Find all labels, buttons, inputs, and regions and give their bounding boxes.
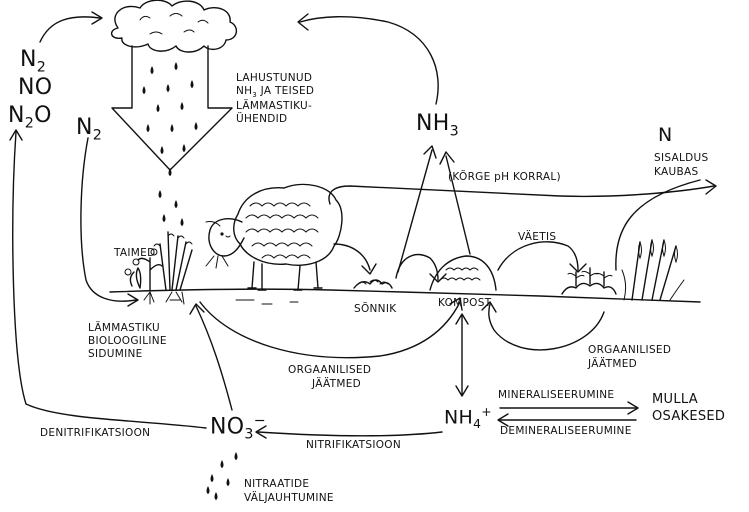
plants-left (124, 231, 193, 305)
label-nh4: NH4+ (444, 405, 492, 432)
sheep (205, 183, 343, 291)
ground-line (109, 288, 701, 303)
label-soil-particles: MULLA OSAKESED (652, 392, 726, 424)
label-leaching: NITRAATIDE VÄLJAUHTUMINE (244, 478, 334, 504)
label-n2-top: N2 (20, 47, 47, 76)
rain-drops (142, 62, 198, 226)
label-n-content: N (658, 124, 673, 146)
arrow-nitrification (257, 431, 443, 437)
label-plants: TAIMED (114, 247, 156, 259)
label-n-content-2: SISALDUS KAUBAS (654, 152, 709, 178)
label-high-ph: (KÕRGE pH KORRAL) (448, 171, 561, 183)
label-nh3: NH3 (416, 111, 460, 140)
label-manure: SÕNNIK (354, 303, 397, 315)
label-demineralization: DEMINERALISEERUMINE (500, 425, 632, 437)
arrow-no3-to-plants (195, 305, 233, 411)
label-no3: NO3− (210, 413, 267, 443)
compost-pile (429, 255, 497, 291)
label-dissolved: LAHUSTUNUD NH3 JA TEISED LÄMMASTIKU- ÜHE… (236, 72, 315, 125)
leaching-drops (206, 452, 238, 500)
label-nitrification: NITRIFIKATSIOON (306, 439, 402, 451)
arrow-to-goods (328, 185, 715, 205)
arrow-fertilizer (497, 241, 579, 271)
cloud (111, 0, 237, 53)
arrow-crops-to-goods (615, 179, 701, 271)
manure-pile (353, 279, 393, 289)
rain-arrow (111, 45, 233, 171)
arrow-manure-to-compost (395, 253, 439, 281)
label-mineralization: MINERALISEERUMINE (498, 389, 615, 401)
arrow-compost-to-nh3 (445, 155, 471, 255)
arrow-n2-to-cloud (39, 16, 101, 43)
arrow-manure-to-nh3 (397, 149, 433, 273)
label-n2o: N2O (8, 103, 52, 132)
arrow-denitrification (12, 131, 207, 429)
label-bio-fixation: LÄMMASTIKU BIOLOOGILINE SIDUMINE (88, 322, 167, 361)
label-organic-right: ORGAANILISED JÄÄTMED (588, 344, 672, 370)
label-compost: KOMPOST (438, 297, 492, 309)
arrow-nh3-to-cloud (299, 16, 439, 105)
crops-right (561, 239, 685, 301)
arrow-n2-to-plants (80, 137, 137, 302)
arrow-organic-right (488, 303, 605, 351)
arrow-sheep-to-manure (333, 243, 371, 271)
label-fertilizer: VÄETIS (518, 231, 557, 243)
label-organic-mid: ORGAANILISED JÄÄTMED (288, 364, 372, 390)
label-n2-mid: N2 (76, 115, 103, 144)
label-denitrification: DENITRIFIKATSIOON (40, 427, 151, 439)
label-no: NO (18, 75, 53, 100)
arrow-organic-to-compost (199, 301, 461, 359)
